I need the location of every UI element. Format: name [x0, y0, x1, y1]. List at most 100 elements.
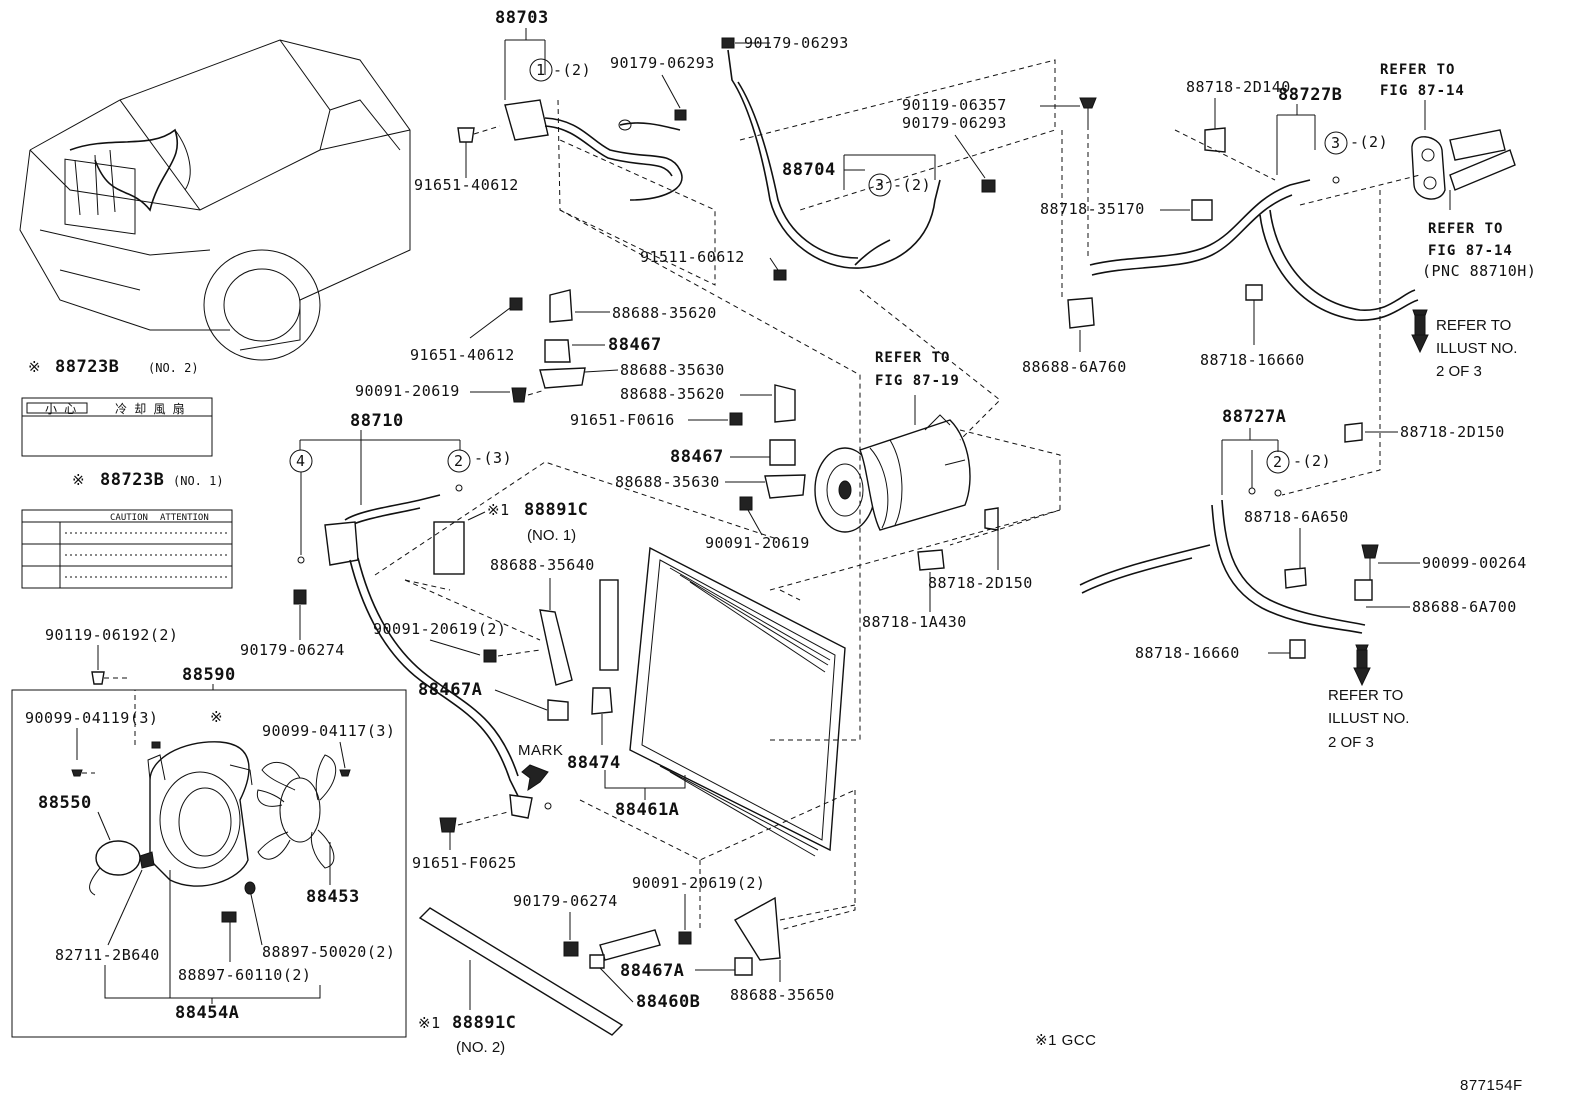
footnote-gcc: ※1 GCC: [1035, 1032, 1096, 1049]
label-88897-60110: 88897-60110(2): [178, 966, 311, 984]
label-88897-50020: 88897-50020(2): [262, 943, 395, 961]
label-91651-f0625: 91651-F0625: [412, 854, 517, 872]
label-90179-06293-b: 90179-06293: [744, 34, 849, 52]
svg-text:※1: ※1: [418, 1014, 441, 1032]
bracket-group-lower: 88688-35620 91651-F0616 88467 88688-3563…: [570, 384, 810, 552]
label-88688-35650: 88688-35650: [730, 986, 835, 1004]
svg-text:REFER TO: REFER TO: [1380, 62, 1455, 78]
label-90119-06192: 90119-06192(2): [45, 626, 178, 644]
label-90099-00264: 90099-00264: [1422, 554, 1527, 572]
svg-text:-(2): -(2): [1293, 452, 1331, 470]
label-90099-04117: 90099-04117(3): [262, 722, 395, 740]
label-91511-60612: 91511-60612: [640, 248, 745, 266]
svg-text:(NO. 2): (NO. 2): [148, 361, 199, 375]
label-88718-2d150-b: 88718-2D150: [1400, 423, 1505, 441]
svg-text:-(2): -(2): [553, 61, 591, 79]
svg-text:REFER TO: REFER TO: [875, 350, 950, 366]
svg-text:(NO. 1): (NO. 1): [527, 527, 576, 544]
svg-text:2 OF 3: 2 OF 3: [1436, 363, 1482, 380]
label-88688-35620-a: 88688-35620: [612, 304, 717, 322]
label-88688-35640: 88688-35640: [490, 556, 595, 574]
label-88718-35170: 88718-35170: [1040, 200, 1145, 218]
label-88703: 88703: [495, 8, 549, 28]
svg-text:1: 1: [536, 61, 546, 79]
svg-text:REFER TO: REFER TO: [1428, 221, 1503, 237]
label-88688-35630-b: 88688-35630: [615, 473, 720, 491]
label-88460b: 88460B: [636, 992, 700, 1012]
label-88718-2d150-a: 88718-2D150: [928, 574, 1033, 592]
diagram-id: 877154F: [1460, 1077, 1523, 1094]
label-90091-20619-b: 90091-20619: [705, 534, 810, 552]
label-88688-6a760: 88688-6A760: [1022, 358, 1127, 376]
svg-text:2: 2: [1273, 453, 1283, 471]
svg-text:FIG 87-19: FIG 87-19: [875, 373, 960, 389]
label-88718-2d140: 88718-2D140: [1186, 78, 1291, 96]
seal-88891c-no1: ※1 88891C (NO. 1): [433, 500, 588, 575]
label-82711-2b640: 82711-2B640: [55, 946, 160, 964]
label-88723b-no2: 88723B: [55, 357, 119, 377]
pipe-88710: 88710 4 2 -(3) 90179-06274: [240, 411, 552, 819]
label-88718-1a430: 88718-1A430: [862, 613, 967, 631]
vehicle-illustration: [19, 39, 411, 361]
svg-text:-(3): -(3): [474, 449, 512, 467]
caution-label-no1: ※ 88723B (NO. 1) CAUTION ATTENTION: [21, 470, 233, 589]
label-88467a-a: 88467A: [418, 680, 482, 700]
compressor: REFER TO FIG 87-19 88718-2D150 88718-1A4…: [814, 350, 1033, 631]
label-88723b-no1: 88723B: [100, 470, 164, 490]
label-88453: 88453: [306, 887, 360, 907]
bracket-group-upper: 88688-35620 91651-40612 88467 88688-3563…: [355, 289, 725, 403]
caution-label-no2: 88723B (NO. 2) ※ 小 心 冷 却 風 扇: [21, 357, 213, 457]
label-90179-06274-b: 90179-06274: [513, 892, 618, 910]
svg-text:小 心: 小 心: [45, 402, 76, 416]
svg-text:(PNC 88710H): (PNC 88710H): [1422, 262, 1536, 280]
svg-text:ATTENTION: ATTENTION: [160, 513, 209, 523]
condenser-88461a: 88688-35640 90091-20619(2) 88467A 88474 …: [373, 546, 846, 872]
svg-text:REFER TO: REFER TO: [1436, 317, 1511, 334]
svg-text:冷 却 風 扇: 冷 却 風 扇: [115, 401, 185, 416]
svg-text:FIG 87-14: FIG 87-14: [1428, 243, 1513, 259]
label-90091-20619-c: 90091-20619(2): [373, 620, 506, 638]
svg-text:REFER TO: REFER TO: [1328, 687, 1403, 704]
pipe-88727b: 88718-2D140 88727B 3 -(2) 88718-35170 88…: [1022, 62, 1536, 380]
label-88467-b: 88467: [670, 447, 724, 467]
label-90099-04119: 90099-04119(3): [25, 709, 158, 727]
label-88727b: 88727B: [1278, 85, 1342, 105]
pipe-88727a: 88727A 2 -(2) 88718-6A650 88718-2D150 90…: [1079, 407, 1527, 751]
label-90179-06293-c: 90179-06293: [902, 114, 1007, 132]
svg-text:2 OF 3: 2 OF 3: [1328, 734, 1374, 751]
label-88550: 88550: [38, 793, 92, 813]
label-90119-06357: 90119-06357: [902, 96, 1007, 114]
label-88718-6a650: 88718-6A650: [1244, 508, 1349, 526]
label-88891c-no2: 88891C: [452, 1013, 516, 1033]
svg-text:ILLUST NO.: ILLUST NO.: [1328, 710, 1409, 727]
svg-text:ILLUST NO.: ILLUST NO.: [1436, 340, 1517, 357]
label-91651-f0616: 91651-F0616: [570, 411, 675, 429]
label-90179-06293-a: 90179-06293: [610, 54, 715, 72]
connection-lines: [374, 59, 1421, 931]
label-90091-20619-a: 90091-20619: [355, 382, 460, 400]
svg-text:-(2): -(2): [893, 176, 931, 194]
seal-88891c-no2: ※1 88891C (NO. 2): [418, 907, 624, 1056]
label-88704: 88704: [782, 160, 836, 180]
label-91651-40612-a: 91651-40612: [414, 176, 519, 194]
label-88467-a: 88467: [608, 335, 662, 355]
svg-text:(NO. 1): (NO. 1): [173, 474, 224, 488]
svg-text:※: ※: [28, 358, 41, 376]
label-88474: 88474: [567, 753, 621, 773]
label-88718-16660-a: 88718-16660: [1200, 351, 1305, 369]
svg-text:※1: ※1: [487, 501, 510, 519]
svg-text:MARK: MARK: [518, 742, 563, 759]
label-90179-06274-a: 90179-06274: [240, 641, 345, 659]
svg-text:3: 3: [1331, 134, 1341, 152]
label-88461a: 88461A: [615, 800, 679, 820]
label-88688-35630-a: 88688-35630: [620, 361, 725, 379]
label-88718-16660-b: 88718-16660: [1135, 644, 1240, 662]
pipe-88704: 90179-06293 90119-06357 90179-06293 8870…: [640, 34, 1097, 281]
svg-text:FIG 87-14: FIG 87-14: [1380, 83, 1465, 99]
footer: ※1 GCC 877154F: [1035, 1032, 1523, 1094]
svg-text:※: ※: [72, 471, 85, 489]
bracket-group-bottom: 90179-06274 90091-20619(2) 88467A 88460B…: [513, 874, 835, 1012]
svg-text:CAUTION: CAUTION: [110, 513, 148, 523]
label-88590: 88590: [182, 665, 236, 685]
label-88688-6a700: 88688-6A700: [1412, 598, 1517, 616]
